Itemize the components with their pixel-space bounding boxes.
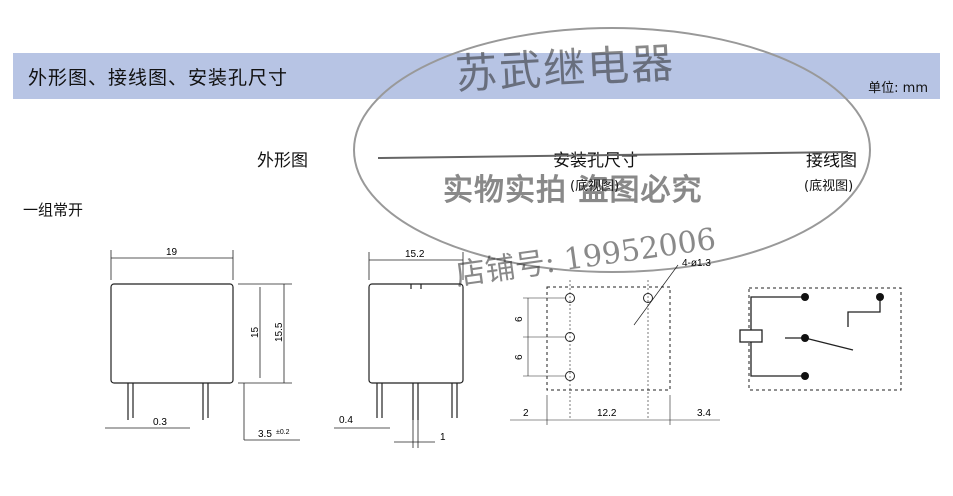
unit-label: 单位: mm <box>868 81 928 96</box>
wiring-diagram <box>739 287 902 391</box>
switch-blade <box>804 337 854 351</box>
watermark-line <box>377 151 849 159</box>
wiring-subheading: (底视图) <box>804 179 854 194</box>
dim-hole-spacing-bottom: 6 <box>514 354 525 360</box>
hole-3 <box>565 371 575 381</box>
dim-hole-diameter: 4-ø1.3 <box>682 258 711 269</box>
dim-front-pin-length: 3.5 <box>258 429 272 440</box>
dim-hole-spacing-top: 6 <box>514 316 525 322</box>
dim-front-width: 19 <box>166 247 178 258</box>
dim-hole-edge-left: 2 <box>523 408 529 419</box>
side-view <box>334 252 464 448</box>
wiring-heading: 接线图 <box>806 151 857 171</box>
page-title: 外形图、接线图、安装孔尺寸 <box>28 67 289 89</box>
dim-side-width: 15.2 <box>405 249 425 260</box>
watermark-notice: 实物实拍 盗图必究 <box>443 173 703 208</box>
dim-front-pin-tol: ±0.2 <box>276 429 290 436</box>
watermark-brand: 苏武继电器 <box>454 38 677 99</box>
hole-2 <box>565 332 575 342</box>
hole-4 <box>643 293 653 303</box>
front-view <box>105 250 300 441</box>
mounting-outline <box>546 286 671 391</box>
outline-heading: 外形图 <box>257 151 308 171</box>
wiring-terminals <box>801 293 884 380</box>
dim-front-height-total: 15.5 <box>274 322 285 342</box>
side-body <box>368 283 464 384</box>
dim-side-pin-thickness: 0.4 <box>339 415 353 426</box>
mounting-holes <box>510 264 720 425</box>
dim-hole-span: 12.2 <box>597 408 617 419</box>
dim-hole-edge-right: 3.4 <box>697 408 711 419</box>
mounting-subheading: (底视图) <box>570 179 620 194</box>
hole-1 <box>565 293 575 303</box>
contact-config-label: 一组常开 <box>23 201 84 219</box>
dim-front-pin-offset: 0.3 <box>153 417 167 428</box>
coil-symbol <box>739 329 763 343</box>
dim-side-pin-width: 1 <box>440 432 446 443</box>
dim-front-height-body: 15 <box>250 326 261 338</box>
watermark-ellipse <box>353 27 871 273</box>
front-body <box>110 283 234 384</box>
wiring-outline <box>748 287 902 391</box>
